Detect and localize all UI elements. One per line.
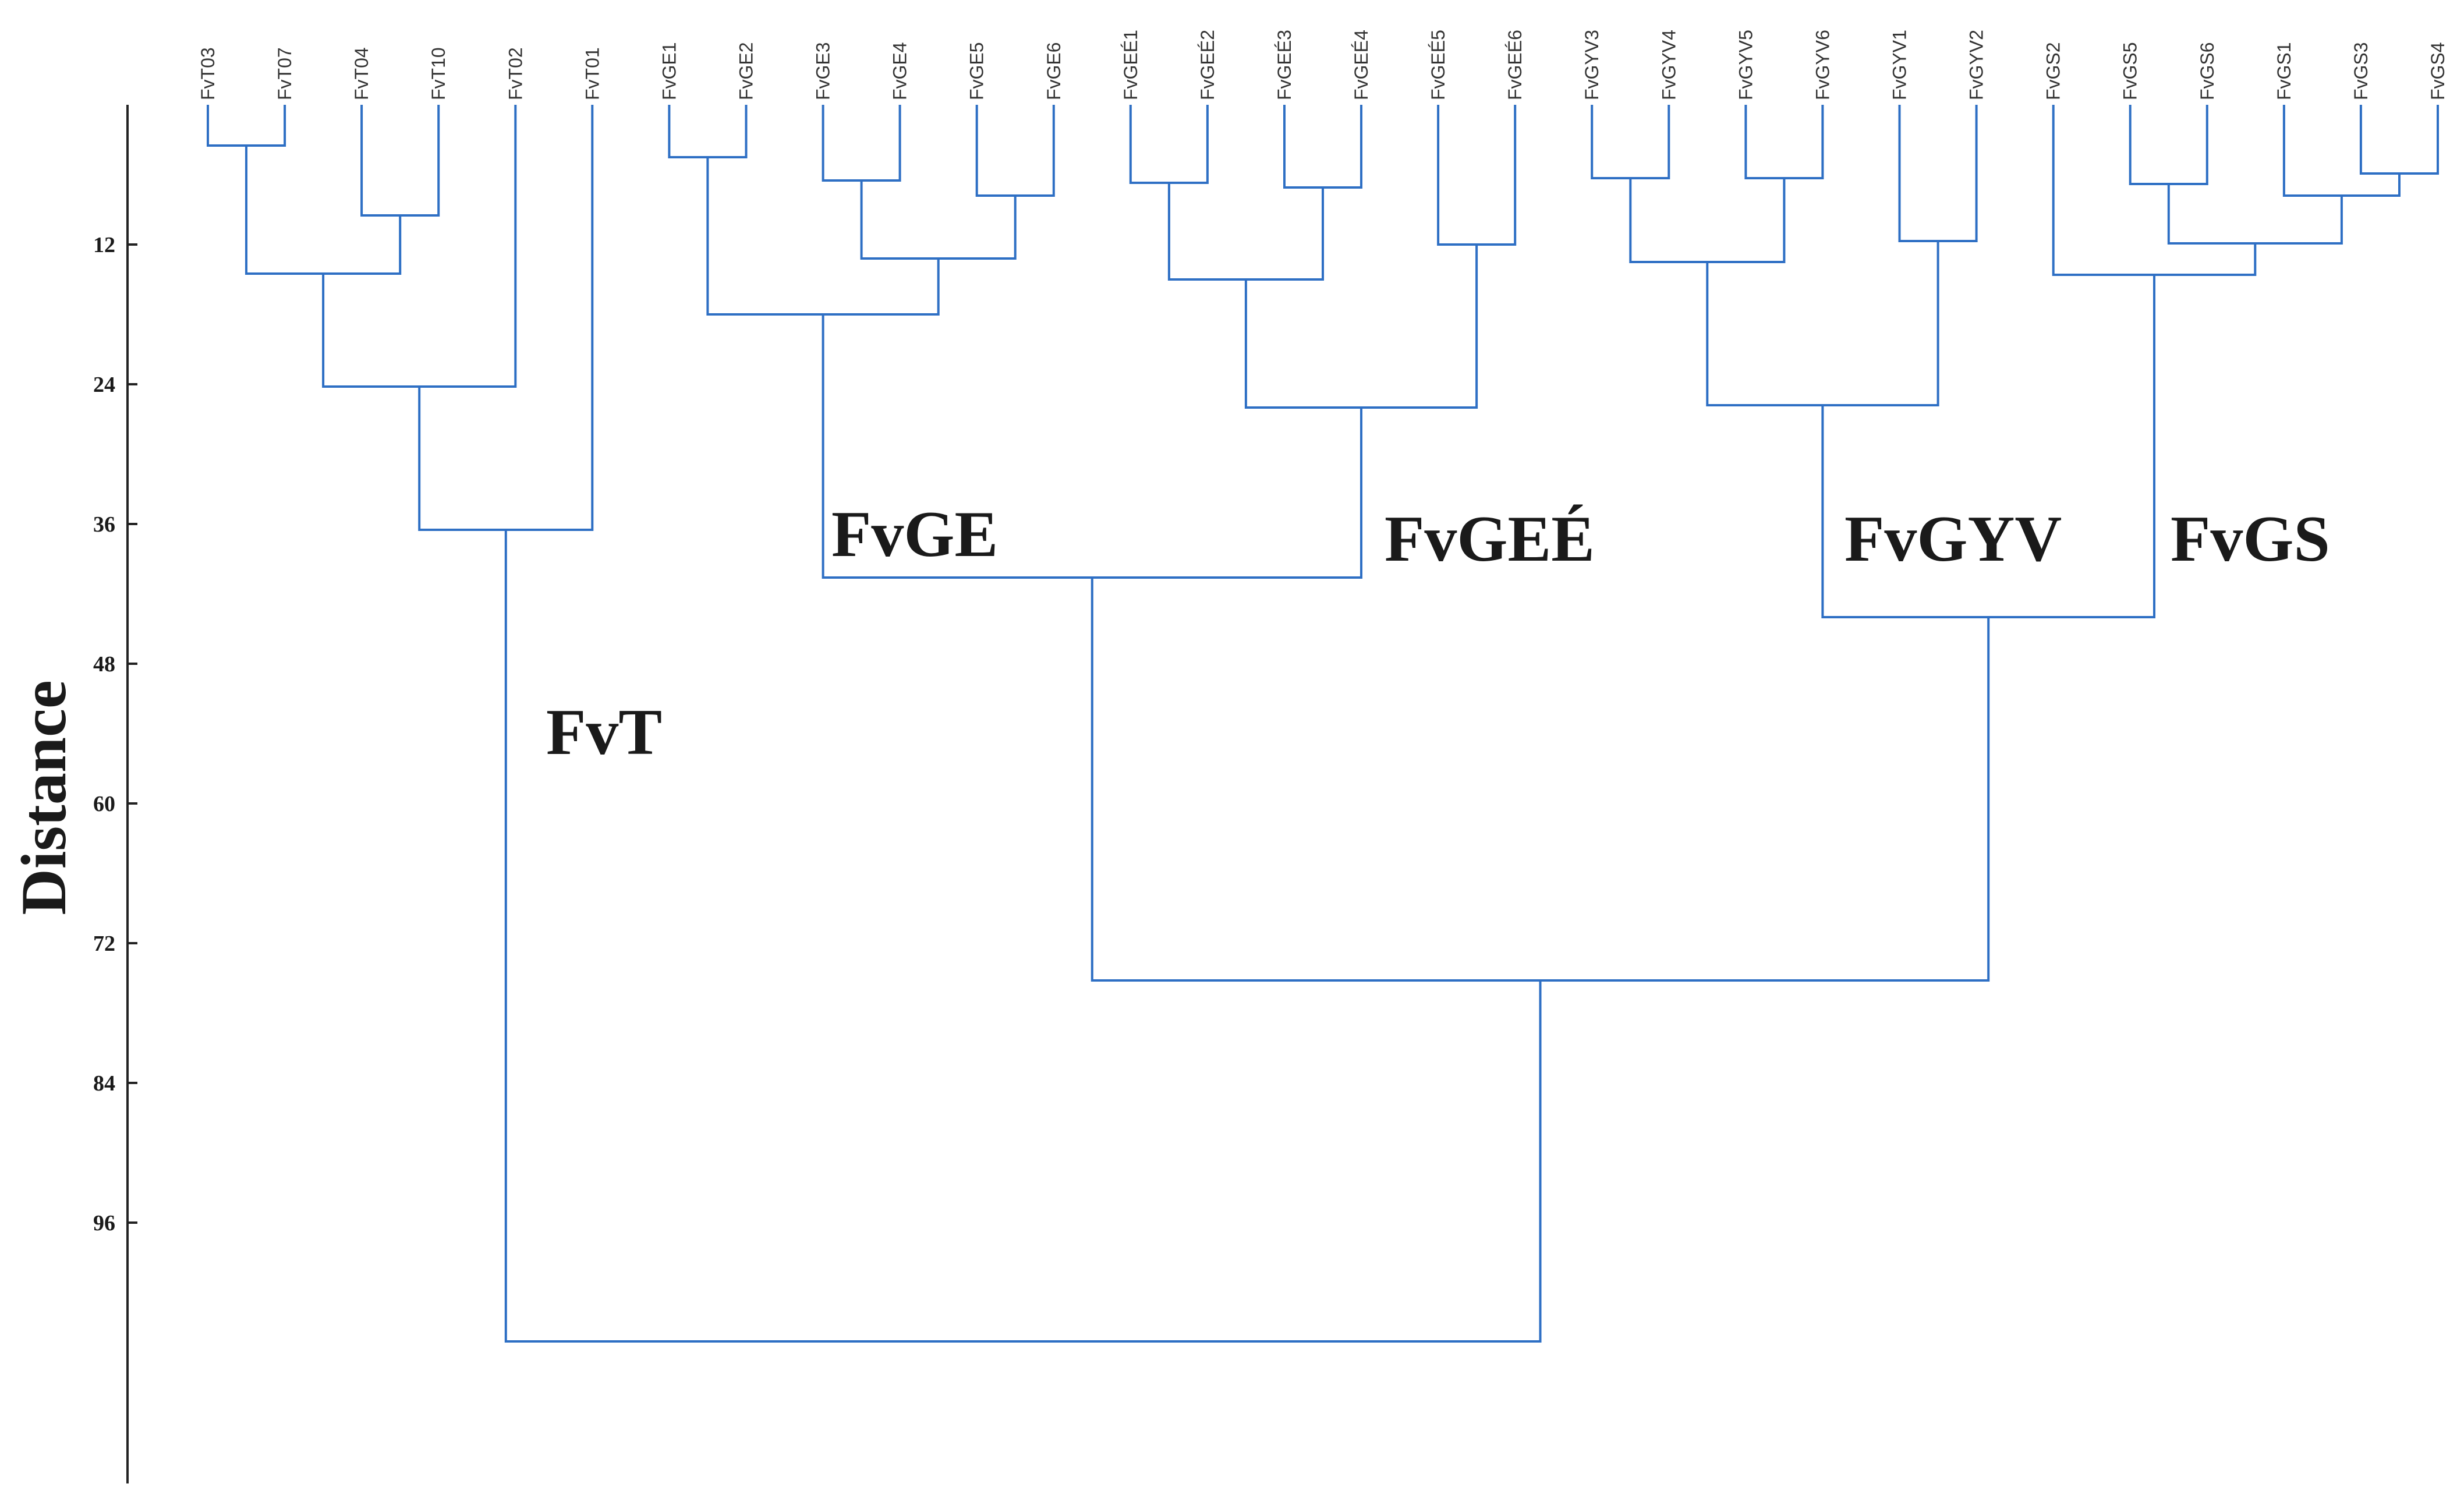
- y-tick-label-48: 48: [93, 652, 115, 677]
- dendrogram-link-20: [2359, 105, 2439, 175]
- dendrogram-link-10: [1129, 105, 1209, 184]
- leaf-label-FvGS3: FvGS3: [2350, 42, 2371, 100]
- dendrogram-link-15: [1591, 105, 1670, 179]
- leaf-label-FvGE5: FvGE5: [966, 42, 987, 100]
- dendrogram-link-28: [504, 530, 1542, 1343]
- leaf-label-FvGEÉ3: FvGEÉ3: [1274, 30, 1295, 100]
- leaf-label-FvGYV6: FvGYV6: [1812, 30, 1833, 100]
- cluster-label-FvGEÉ: FvGEÉ: [1385, 503, 1595, 575]
- leaf-label-FvGE3: FvGE3: [813, 42, 834, 100]
- y-axis-ticks: 12 24 36 48 60 72 84 96: [93, 233, 137, 1235]
- leaf-label-FvGEÉ4: FvGEÉ4: [1351, 30, 1372, 100]
- leaf-label-FvT04: FvT04: [351, 47, 372, 100]
- leaf-label-FvGE1: FvGE1: [658, 42, 679, 100]
- dendrogram-links: [207, 105, 2439, 1343]
- leaf-label-FvGYV4: FvGYV4: [1658, 30, 1679, 100]
- dendrogram-link-27: [1091, 578, 1990, 982]
- dendrogram-link-19: [1706, 241, 1939, 406]
- dendrogram-link-4: [418, 105, 594, 531]
- y-tick-label-24: 24: [93, 373, 115, 397]
- dendrogram-link-3: [322, 105, 517, 388]
- leaf-label-FvT02: FvT02: [505, 47, 526, 100]
- leaf-label-FvGE2: FvGE2: [736, 42, 757, 100]
- leaf-label-FvGEÉ2: FvGEÉ2: [1197, 30, 1218, 100]
- leaf-label-FvT10: FvT10: [428, 47, 449, 100]
- leaf-label-FvGYV1: FvGYV1: [1889, 30, 1910, 100]
- leaf-label-FvGEÉ6: FvGEÉ6: [1504, 30, 1525, 100]
- cluster-label-FvGYV: FvGYV: [1844, 503, 2062, 575]
- dendrogram-link-17: [1898, 105, 1978, 242]
- cluster-label-FvGS: FvGS: [2171, 503, 2330, 575]
- dendrogram-link-23: [2167, 184, 2343, 245]
- dendrogram-link-7: [975, 105, 1055, 197]
- y-axis: Distance: [8, 105, 129, 1483]
- leaf-label-FvT07: FvT07: [274, 47, 295, 100]
- leaf-label-FvGS1: FvGS1: [2274, 42, 2295, 100]
- cluster-label-FvT: FvT: [546, 696, 662, 769]
- dendrogram-link-13: [1167, 183, 1324, 281]
- dendrogram-link-14: [1244, 245, 1478, 409]
- dendrogram-link-12: [1437, 105, 1517, 246]
- dendrogram-link-0: [207, 105, 286, 147]
- dendrogram-link-2: [245, 146, 402, 275]
- leaf-labels: FvT03 FvT07 FvT04 FvT10 FvT02 FvT01 FvGE1 FvGE2…: [197, 30, 2448, 100]
- y-tick-label-60: 60: [93, 792, 115, 816]
- leaf-label-FvGYV3: FvGYV3: [1581, 30, 1602, 100]
- leaf-label-FvGYV5: FvGYV5: [1735, 30, 1756, 100]
- y-tick-label-72: 72: [93, 932, 115, 956]
- leaf-label-FvGS6: FvGS6: [2197, 42, 2218, 100]
- leaf-label-FvGEÉ1: FvGEÉ1: [1120, 30, 1141, 100]
- dendrogram-link-1: [360, 105, 440, 217]
- leaf-label-FvT01: FvT01: [582, 47, 603, 100]
- y-tick-label-36: 36: [93, 512, 115, 537]
- y-tick-label-12: 12: [93, 233, 115, 257]
- dendrogram-link-11: [1283, 105, 1362, 189]
- leaf-label-FvGE4: FvGE4: [890, 42, 911, 100]
- leaf-label-FvT03: FvT03: [197, 47, 218, 100]
- y-axis-title: Distance: [8, 680, 79, 915]
- dendrogram-link-24: [2052, 105, 2257, 276]
- dendrogram-link-18: [1629, 178, 1786, 263]
- dendrogram-link-6: [822, 105, 901, 182]
- leaf-label-FvGS5: FvGS5: [2120, 42, 2141, 100]
- dendrogram-link-22: [2282, 105, 2401, 197]
- y-tick-label-96: 96: [93, 1211, 115, 1235]
- leaf-label-FvGS2: FvGS2: [2043, 42, 2064, 100]
- dendrogram-link-16: [1744, 105, 1824, 179]
- leaf-label-FvGS4: FvGS4: [2427, 42, 2448, 100]
- cluster-label-FvGE: FvGE: [831, 498, 998, 571]
- leaf-label-FvGE6: FvGE6: [1043, 42, 1064, 100]
- dendrogram-link-8: [860, 180, 1017, 260]
- leaf-label-FvGEÉ5: FvGEÉ5: [1428, 30, 1449, 100]
- cluster-labels: FvT FvGE FvGEÉ FvGYV FvGS: [546, 498, 2330, 769]
- dendrogram-link-21: [2129, 105, 2208, 185]
- leaf-label-FvGYV2: FvGYV2: [1966, 30, 1987, 100]
- y-tick-label-84: 84: [93, 1071, 115, 1096]
- dendrogram-link-5: [668, 105, 748, 158]
